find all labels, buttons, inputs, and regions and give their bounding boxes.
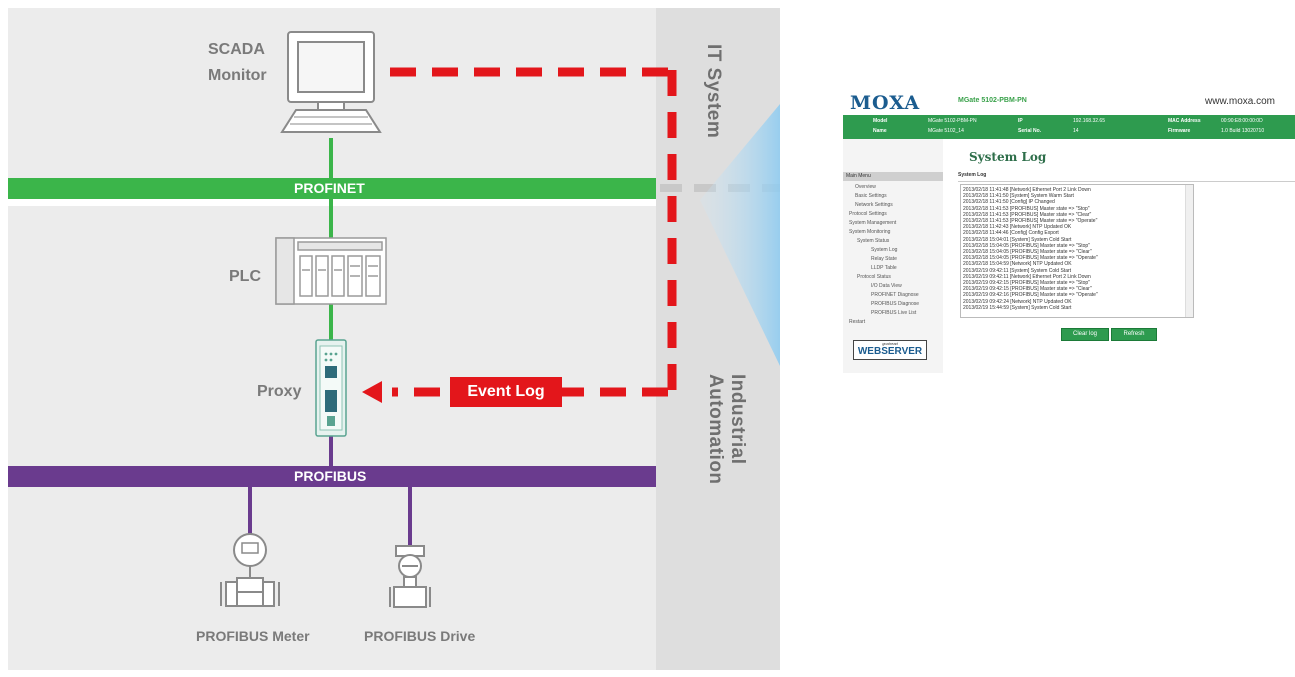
- profibus-drive-icon: [389, 545, 431, 608]
- event-log-tag: [450, 377, 562, 407]
- badge-main-text: WEBSERVER: [857, 346, 923, 357]
- profinet-bus: [8, 178, 656, 199]
- it-system-band: [656, 8, 780, 670]
- log-line: 2013/02/18 15:04:59 [Network] NTP Update…: [963, 261, 1072, 268]
- webserver-badge: goahead WEBSERVER: [853, 340, 927, 360]
- profibus-meter-icon: [220, 533, 280, 607]
- website-link[interactable]: www.moxa.com: [1205, 96, 1276, 107]
- info-label: Firmware: [1168, 128, 1191, 134]
- menu-item-profibus-diagnose[interactable]: PROFIBUS Diagnose: [871, 301, 920, 307]
- log-line: 2013/02/18 15:04:05 [PROFIBUS] Master st…: [963, 242, 1090, 249]
- section-header: System Log: [958, 172, 1295, 182]
- scada-label-line2: Monitor: [208, 67, 267, 84]
- log-line: 2013/02/18 11:44:46 [Config] Config Expo…: [963, 230, 1059, 237]
- log-line: 2013/02/19 09:42:11 [System] System Cold…: [963, 267, 1072, 274]
- log-line: 2013/02/18 11:41:53 [PROFIBUS] Master st…: [963, 218, 1098, 224]
- menu-item-basic-settings[interactable]: Basic Settings: [855, 193, 887, 199]
- page-title: System Log: [969, 150, 1047, 164]
- info-value: 00:90:E8:00:00:0D: [1221, 118, 1263, 124]
- refresh-button[interactable]: Refresh: [1111, 328, 1157, 341]
- menu-item-system-monitoring[interactable]: System Monitoring: [849, 229, 891, 235]
- info-label: Model: [873, 118, 888, 124]
- profibus-label: PROFIBUS: [294, 468, 367, 484]
- menu-item-profibus-live-list[interactable]: PROFIBUS Live List: [871, 310, 917, 316]
- menu-item-io-data-view[interactable]: I/O Data View: [871, 283, 902, 289]
- menu-item-protocol-status[interactable]: Protocol Status: [857, 274, 891, 280]
- event-log-path: [390, 67, 677, 397]
- info-label: IP: [1018, 118, 1023, 124]
- menu-item-system-status[interactable]: System Status: [857, 238, 890, 244]
- log-line: 2013/02/19 09:42:16 [PROFIBUS] Master st…: [963, 292, 1098, 299]
- it-system-label: IT System: [703, 44, 724, 139]
- log-line: 2013/02/19 15:44:59 [System] System Cold…: [963, 304, 1072, 311]
- menu-item-lldp-table[interactable]: LLDP Table: [871, 265, 897, 271]
- info-label: MAC Address: [1168, 118, 1201, 124]
- log-line: 2013/02/18 11:42:43 [Network] NTP Update…: [963, 224, 1072, 231]
- diagram-canvas: [8, 8, 780, 670]
- log-line: 2013/02/18 15:04:05 [PROFIBUS] Master st…: [963, 255, 1098, 262]
- proxy-label: Proxy: [257, 383, 302, 400]
- web-console-screenshot: MOXA MGate 5102-PBM-PN www.moxa.com Mode…: [843, 88, 1295, 373]
- log-scrollbar[interactable]: [1185, 185, 1193, 317]
- network-diagram: SCADA Monitor PLC Proxy PROFIBUS Meter P…: [8, 8, 780, 670]
- profibus-bus: [8, 466, 656, 487]
- info-value: 14: [1073, 128, 1079, 134]
- log-line: 2013/02/18 15:04:05 [PROFIBUS] Master st…: [963, 249, 1092, 255]
- event-arrowhead: [362, 381, 382, 403]
- menu-item-protocol-settings[interactable]: Protocol Settings: [849, 211, 887, 217]
- menu-item-system-log[interactable]: System Log: [871, 247, 898, 253]
- badge-top-text: goahead: [882, 341, 898, 346]
- log-line: 2013/02/19 09:42:15 [PROFIBUS] Master st…: [963, 286, 1092, 293]
- profinet-label: PROFINET: [294, 180, 365, 196]
- industrial-automation-label: Industrial Automation: [705, 374, 748, 485]
- log-line: 2013/02/18 15:04:01 [System] System Cold…: [963, 236, 1072, 243]
- clear-log-button[interactable]: Clear log: [1061, 328, 1109, 341]
- info-label: Name: [873, 128, 887, 134]
- device-info-bar: Model MGate 5102-PBM-PN Name MGate 5102_…: [843, 115, 1295, 139]
- info-label: Serial No.: [1018, 128, 1042, 134]
- info-value: 192.168.32.65: [1073, 118, 1105, 124]
- log-line: 2013/02/19 09:42:15 [PROFIBUS] Master st…: [963, 280, 1090, 286]
- log-line: 2013/02/19 09:42:24 [Network] NTP Update…: [963, 298, 1072, 305]
- menu-item-overview[interactable]: Overview: [855, 184, 876, 190]
- proxy-gateway-icon: [315, 339, 347, 437]
- event-log-label: Event Log: [467, 383, 545, 400]
- log-line: 2013/02/18 11:41:53 [PROFIBUS] Master st…: [963, 211, 1092, 218]
- scada-label-line1: SCADA: [208, 41, 265, 58]
- menu-item-relay-state[interactable]: Relay State: [871, 256, 897, 262]
- log-line: 2013/02/18 11:41:48 [Network] Ethernet P…: [963, 187, 1091, 193]
- menu-item-profinet-diagnose[interactable]: PROFINET Diagnose: [871, 292, 919, 298]
- system-log-textarea[interactable]: 2013/02/18 11:41:48 [Network] Ethernet P…: [960, 184, 1194, 318]
- web-header: MOXA MGate 5102-PBM-PN www.moxa.com: [843, 88, 1295, 116]
- plc-icon: [275, 237, 387, 305]
- moxa-logo: MOXA: [850, 92, 921, 114]
- drive-label: PROFIBUS Drive: [364, 628, 476, 644]
- projection-fan: [700, 104, 780, 366]
- log-line: 2013/02/18 11:41:53 [PROFIBUS] Master st…: [963, 205, 1090, 212]
- main-menu-header: Main Menu: [843, 172, 943, 181]
- info-value: MGate 5102_14: [928, 128, 964, 134]
- info-value: 1.0 Build 13020710: [1221, 128, 1265, 134]
- menu-item-system-management[interactable]: System Management: [849, 220, 897, 226]
- log-line: 2013/02/18 11:41:50 [System] System Warm…: [963, 193, 1074, 200]
- info-value: MGate 5102-PBM-PN: [928, 118, 977, 124]
- plc-label: PLC: [229, 268, 261, 285]
- menu-item-restart[interactable]: Restart: [849, 319, 866, 325]
- meter-label: PROFIBUS Meter: [196, 628, 310, 644]
- menu-item-network-settings[interactable]: Network Settings: [855, 202, 893, 208]
- scada-monitor-icon: [280, 31, 382, 133]
- log-line: 2013/02/19 09:42:11 [Network] Ethernet P…: [963, 273, 1091, 280]
- log-line: 2013/02/18 11:41:50 [Config] IP Changed: [963, 199, 1055, 206]
- device-model-title: MGate 5102-PBM-PN: [958, 97, 1027, 104]
